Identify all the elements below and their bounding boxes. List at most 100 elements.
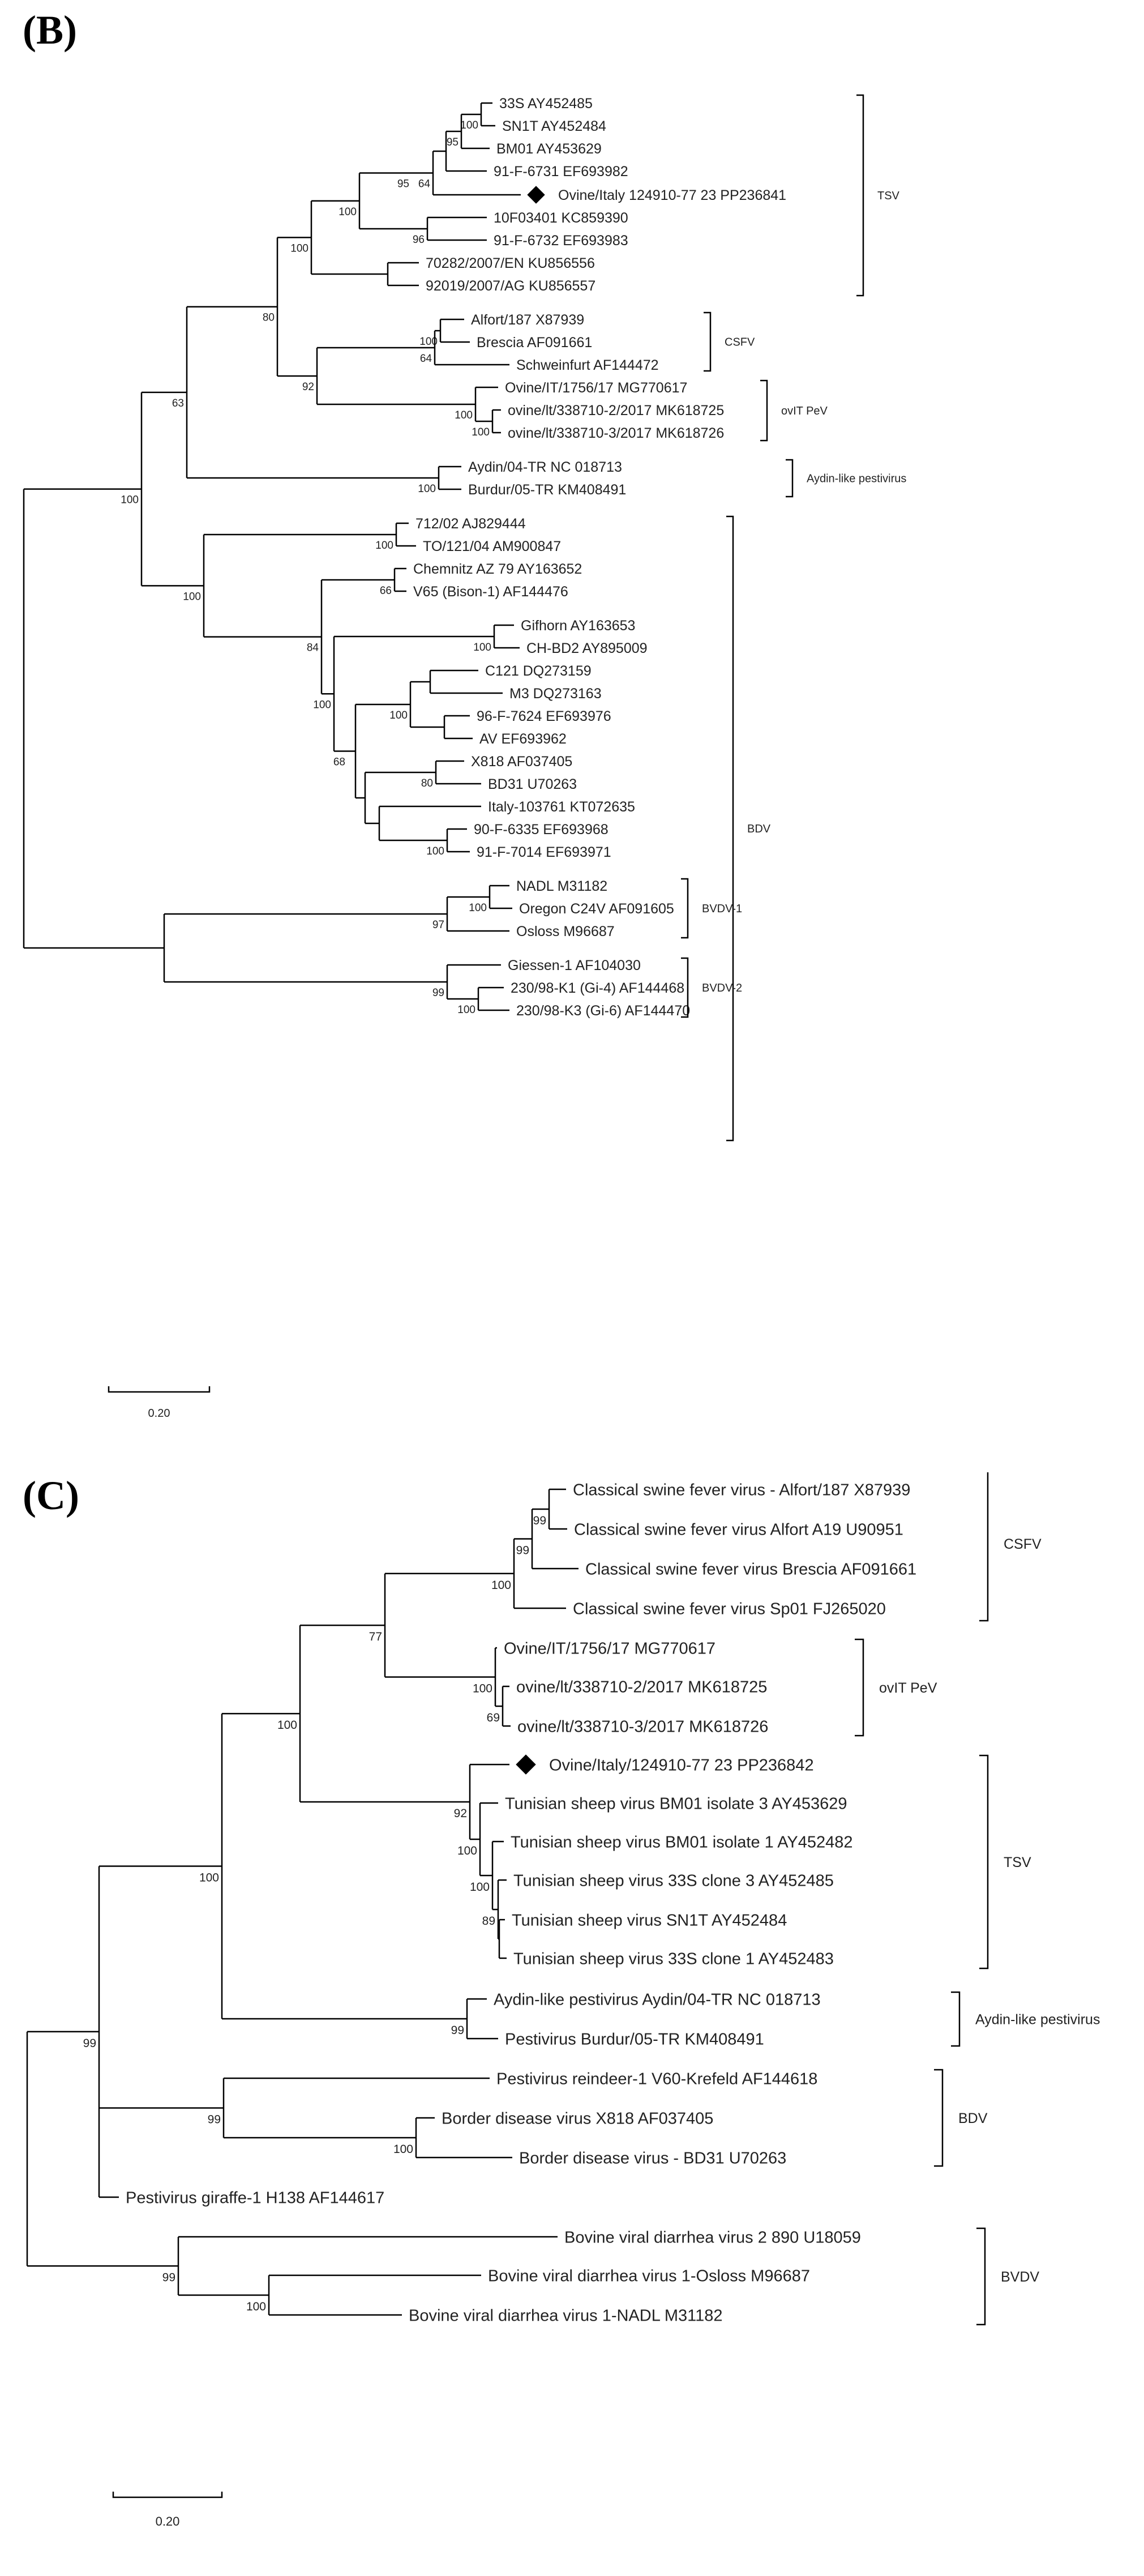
- taxon-label: 70282/2007/EN KU856556: [426, 255, 595, 271]
- panel-b-letter: (B): [23, 7, 77, 53]
- taxon-label: CH-BD2 AY895009: [526, 640, 648, 656]
- clade-bracket: [951, 1991, 961, 2047]
- bootstrap-value: 89: [482, 1915, 495, 1928]
- bootstrap-value: 99: [83, 2037, 96, 2050]
- diamond-icon: [527, 186, 545, 204]
- taxon-label: SN1T AY452484: [502, 118, 606, 134]
- taxon-label: Chemnitz AZ 79 AY163652: [413, 561, 582, 577]
- taxon-label: Classical swine fever virus Alfort A19 U…: [574, 1520, 903, 1539]
- bootstrap-value: 100: [491, 1579, 511, 1592]
- taxon-label: Giessen-1 AF104030: [508, 958, 641, 973]
- bootstrap-value: 100: [183, 591, 201, 603]
- bootstrap-value: 100: [455, 409, 473, 421]
- taxon-label: Gifhorn AY163653: [521, 618, 635, 634]
- bootstrap-value: 95: [447, 136, 459, 148]
- taxon-label: Aydin-like pestivirus Aydin/04-TR NC 018…: [494, 1990, 821, 2009]
- clade-bracket: [786, 459, 794, 498]
- taxon-label: Brescia AF091661: [477, 335, 592, 351]
- clade-bracket: [934, 2069, 944, 2167]
- bootstrap-value: 100: [246, 2300, 266, 2313]
- clade-label: BVDV-1: [702, 903, 742, 915]
- scale-bar: [112, 2492, 223, 2498]
- taxon-label: ovine/lt/338710-2/2017 MK618725: [516, 1678, 767, 1696]
- bootstrap-value: 96: [413, 234, 425, 246]
- bootstrap-value: 100: [419, 336, 438, 348]
- bootstrap-value: 64: [418, 178, 431, 190]
- bootstrap-value: 99: [162, 2271, 175, 2284]
- taxon-label: ovine/lt/338710-3/2017 MK618726: [508, 425, 724, 441]
- bootstrap-value: 100: [375, 540, 393, 552]
- taxon-label: Schweinfurt AF144472: [516, 357, 659, 373]
- bootstrap-value: 100: [277, 1719, 297, 1732]
- taxon-label: Pestivirus Burdur/05-TR KM408491: [505, 2030, 764, 2048]
- taxon-label: Tunisian sheep virus SN1T AY452484: [512, 1911, 787, 1929]
- scale-bar: [108, 1386, 211, 1393]
- bootstrap-value: 95: [397, 178, 409, 190]
- taxon-label: Bovine viral diarrhea virus 1-NADL M3118…: [409, 2306, 722, 2325]
- bootstrap-value: 100: [469, 902, 487, 914]
- bootstrap-value: 100: [389, 710, 408, 721]
- taxon-label: Aydin/04-TR NC 018713: [468, 459, 622, 475]
- bootstrap-value: 100: [199, 1872, 219, 1885]
- taxon-label: 91-F-6732 EF693983: [494, 233, 628, 249]
- clade-bracket: [681, 957, 689, 1018]
- clade-label: Aydin-like pestivirus: [975, 2011, 1100, 2027]
- taxon-label: ovine/lt/338710-2/2017 MK618725: [508, 403, 724, 418]
- taxon-label: Pestivirus reindeer-1 V60-Krefeld AF1446…: [496, 2070, 817, 2088]
- taxon-label: 230/98-K1 (Gi-4) AF144468: [511, 980, 684, 996]
- taxon-label: Tunisian sheep virus 33S clone 1 AY45248…: [513, 1950, 834, 1968]
- clade-label: CSFV: [1004, 1536, 1042, 1552]
- bootstrap-value: 100: [121, 494, 139, 506]
- bootstrap-value: 66: [380, 585, 392, 597]
- bootstrap-value: 100: [393, 2143, 413, 2156]
- taxon-label: Classical swine fever virus Brescia AF09…: [585, 1560, 916, 1578]
- bootstrap-value: 64: [420, 353, 432, 365]
- clade-label: BDV: [747, 823, 771, 835]
- bootstrap-value: 100: [290, 242, 309, 254]
- taxon-label: Border disease virus X818 AF037405: [442, 2109, 713, 2128]
- bootstrap-value: 92: [302, 381, 314, 393]
- scale-bar-label: 0.20: [148, 1407, 170, 1420]
- taxon-label: Border disease virus - BD31 U70263: [519, 2149, 786, 2167]
- taxon-label: Ovine/IT/1756/17 MG770617: [505, 380, 687, 396]
- taxon-label: 230/98-K3 (Gi-6) AF144470: [516, 1003, 690, 1019]
- taxon-label: 10F03401 KC859390: [494, 210, 628, 226]
- bootstrap-value: 100: [473, 1682, 492, 1695]
- bootstrap-value: 99: [451, 2024, 464, 2037]
- taxon-label: X818 AF037405: [471, 754, 572, 770]
- taxon-label: Ovine/IT/1756/17 MG770617: [504, 1639, 715, 1657]
- bootstrap-value: 84: [307, 642, 319, 654]
- clade-label: TSV: [1004, 1855, 1031, 1870]
- bootstrap-value: 80: [421, 778, 433, 789]
- taxon-label: 712/02 AJ829444: [415, 516, 526, 532]
- clade-label: CSFV: [725, 336, 755, 349]
- taxon-label: Italy-103761 KT072635: [488, 799, 635, 815]
- bootstrap-value: 69: [487, 1711, 500, 1724]
- clade-bracket: [979, 1754, 989, 1970]
- bootstrap-value: 92: [454, 1807, 467, 1820]
- taxon-label: M3 DQ273163: [509, 686, 602, 702]
- taxon-label: ovine/lt/338710-3/2017 MK618726: [517, 1718, 768, 1736]
- bootstrap-value: 99: [208, 2113, 221, 2126]
- phylogenetic-tree-c: Classical swine fever virus - Alfort/187…: [26, 1472, 1100, 2528]
- clade-bracket: [855, 1638, 864, 1737]
- taxon-label: 91-F-6731 EF693982: [494, 164, 628, 180]
- diamond-icon: [516, 1754, 536, 1775]
- bootstrap-value: 100: [457, 1844, 477, 1857]
- panel-c-letter: (C): [23, 1473, 79, 1518]
- bootstrap-value: 99: [533, 1514, 546, 1527]
- taxon-label: Tunisian sheep virus BM01 isolate 1 AY45…: [511, 1833, 853, 1851]
- clade-label: ovIT PeV: [781, 405, 828, 417]
- taxon-label: C121 DQ273159: [485, 663, 592, 679]
- clade-bracket: [704, 311, 712, 372]
- clade-label: TSV: [877, 190, 900, 202]
- taxon-label: Bovine viral diarrhea virus 1-Osloss M96…: [488, 2267, 810, 2285]
- taxon-label: Classical swine fever virus - Alfort/187…: [573, 1481, 910, 1499]
- bootstrap-value: 100: [339, 206, 357, 218]
- clade-label: BDV: [958, 2111, 988, 2126]
- taxon-label: Alfort/187 X87939: [471, 312, 584, 328]
- taxon-label: Oregon C24V AF091605: [519, 901, 674, 917]
- clade-label: BVDV: [1001, 2269, 1039, 2285]
- clade-bracket: [726, 515, 734, 1142]
- taxon-label: AV EF693962: [479, 731, 567, 747]
